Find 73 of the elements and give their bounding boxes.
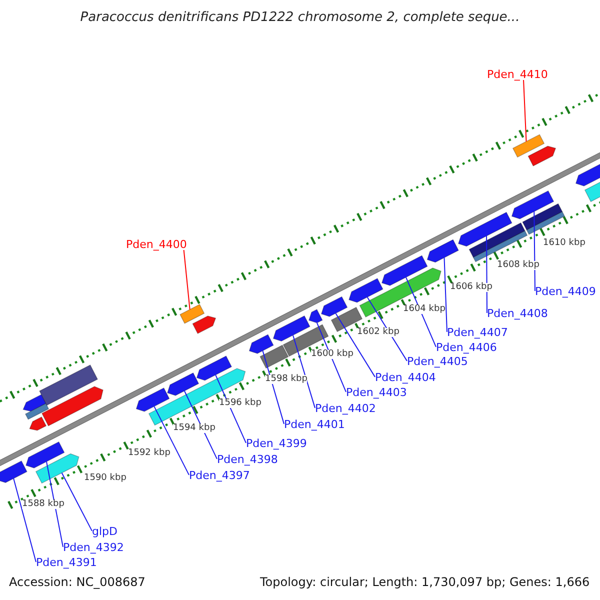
gene-feature [26,441,65,468]
gene-feature [42,386,104,426]
gene-feature [511,190,554,220]
leader-line [154,406,190,476]
gene-label: Pden_4401 [284,419,345,430]
gene-feature [528,146,556,166]
gene-feature [24,403,50,420]
gene-label: Pden_4391 [36,557,97,568]
gene-feature [522,203,563,230]
gene-label: Pden_4405 [407,356,468,367]
summary-text: Topology: circular; Length: 1,730,097 bp; Genes: 1,666 [260,576,590,588]
scale-label: 1608 kbp [497,261,540,270]
gene-feature [39,364,98,406]
leader-line [215,374,246,444]
gene-label: Pden_4407 [447,327,508,338]
gene-label: Pden_4410 [487,69,548,80]
gene-feature [260,344,289,369]
title: Paracoccus denitrificans PD1222 chromosome 2, complete seque... [79,11,521,24]
gene-feature [426,239,459,263]
leader-line [262,350,284,424]
leader-line [534,211,536,292]
gene-feature [22,394,46,412]
scale-label: 1590 kbp [84,474,126,483]
gene-feature [512,134,545,158]
gene-feature [272,315,310,342]
gene-feature [458,212,512,247]
gene-feature [29,416,47,431]
gene-feature [35,453,80,484]
leader-line [366,296,408,362]
gene-feature [192,316,216,334]
gene-label: Pden_4409 [535,286,596,297]
leader-line [184,390,218,460]
leader-line [46,461,64,548]
gene-feature [348,278,384,303]
scale-label: 1588 kbp [22,500,64,509]
scale-label: 1594 kbp [173,424,216,433]
leader-line [316,322,346,392]
gene-label: glpD [92,526,118,537]
gene-feature [136,388,170,412]
leader-line [486,235,488,314]
gene-feature [526,211,566,235]
leader-line [335,312,376,378]
scale-label: 1604 kbp [403,305,446,314]
gene-feature [180,304,205,324]
gene-feature [167,372,200,396]
gene-label: Pden_4404 [375,372,436,383]
accession-text: Accession: NC_008687 [9,576,146,588]
gene-feature [0,460,28,483]
gene-feature [381,255,428,286]
scale-label: 1600 kbp [311,350,354,359]
scale-label: 1596 kbp [219,399,262,408]
gene-label: Pden_4392 [63,542,124,553]
leader-line [61,472,92,532]
scale-label: 1592 kbp [128,449,170,458]
gene-label: Pden_4403 [346,387,407,398]
gene-feature [320,296,348,317]
scale-label: 1598 kbp [265,375,308,384]
gene-label: Pden_4400 [126,239,187,250]
gene-label: Pden_4398 [217,454,278,465]
gene-feature [468,222,526,258]
scale-label: 1610 kbp [543,239,586,248]
leader-line [13,478,36,562]
scale-label: 1602 kbp [357,328,400,337]
gene-label: Pden_4406 [436,342,497,353]
leader-line [405,276,436,348]
gene-label: Pden_4402 [315,403,376,414]
gene-feature [196,356,232,381]
gene-label: Pden_4397 [189,470,250,481]
gene-label: Pden_4399 [246,438,307,449]
gene-label: Pden_4408 [487,308,548,319]
scale-label: 1606 kbp [450,283,492,292]
gene-feature [248,334,274,354]
leader-line [183,250,190,310]
